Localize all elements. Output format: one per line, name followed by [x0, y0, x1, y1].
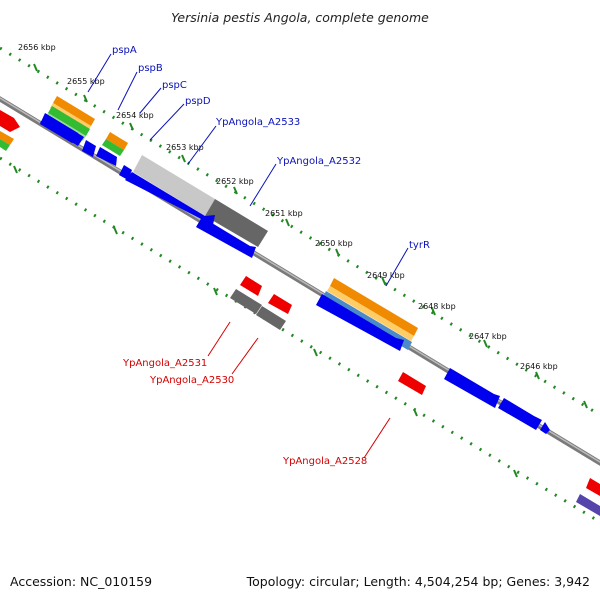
gene-label-pspC: pspC	[162, 80, 187, 91]
gene-reverse-A2528	[398, 372, 426, 395]
gene-label-YpAngola_A2533: YpAngola_A2533	[215, 117, 300, 128]
gene-pspB	[82, 140, 96, 157]
gene-pspA	[40, 113, 82, 143]
accession-text: Accession: NC_010159	[10, 574, 153, 589]
feature-grey-A2531	[230, 289, 262, 314]
kbp-label-2655: 2655 kbp	[67, 77, 105, 86]
gene-label-YpAngola_A2532: YpAngola_A2532	[276, 156, 361, 167]
genome-summary-text: Topology: circular; Length: 4,504,254 bp…	[246, 574, 590, 589]
kbp-label-2654: 2654 kbp	[116, 111, 154, 120]
feature-grey-A2530	[256, 306, 286, 330]
feature-left-edge	[0, 110, 20, 151]
kbp-label-2647: 2647 kbp	[469, 332, 507, 341]
feature-grey-A2533	[133, 155, 268, 247]
gene-YpAngola_A2533	[125, 172, 215, 225]
kbp-label-2652: 2652 kbp	[216, 177, 254, 186]
gene-reverse-A2530-red	[268, 294, 292, 314]
gene-tyrR	[316, 294, 404, 351]
outer-major-ticks	[33, 63, 588, 409]
gene-label-pspA: pspA	[112, 45, 137, 56]
gene-label-pspB: pspB	[138, 63, 163, 74]
kbp-label-2651: 2651 kbp	[265, 209, 303, 218]
gene-YpAngola_A2532	[196, 217, 256, 258]
gene-label-YpAngola_A2530: YpAngola_A2530	[149, 375, 234, 386]
kbp-label-2646: 2646 kbp	[520, 362, 558, 371]
gene-label-YpAngola_A2528: YpAngola_A2528	[282, 456, 367, 467]
gene-forward-2647b	[498, 398, 542, 430]
map-title: Yersinia pestis Angola, complete genome	[171, 10, 429, 25]
kbp-label-2648: 2648 kbp	[418, 302, 456, 311]
kbp-label-2656: 2656 kbp	[18, 43, 56, 52]
gene-reverse-A2531-red	[240, 276, 262, 296]
label-leaders-bottom	[207, 321, 391, 459]
kbp-label-2649: 2649 kbp	[367, 271, 405, 280]
feature-right-edge	[576, 478, 600, 516]
inner-major-ticks	[13, 165, 518, 478]
gene-label-pspD: pspD	[185, 96, 211, 107]
gene-label-YpAngola_A2531: YpAngola_A2531	[122, 358, 207, 369]
kbp-label-2650: 2650 kbp	[315, 239, 353, 248]
gene-pspC-tracks	[96, 132, 128, 166]
gene-forward-2647a	[444, 368, 500, 408]
gene-forward-2646	[540, 422, 550, 434]
inner-dotted-track	[0, 156, 600, 524]
label-leaders-top	[87, 53, 409, 287]
kbp-label-2653: 2653 kbp	[166, 143, 204, 152]
outer-dotted-track	[0, 46, 600, 417]
gene-label-tyrR: tyrR	[409, 240, 430, 251]
